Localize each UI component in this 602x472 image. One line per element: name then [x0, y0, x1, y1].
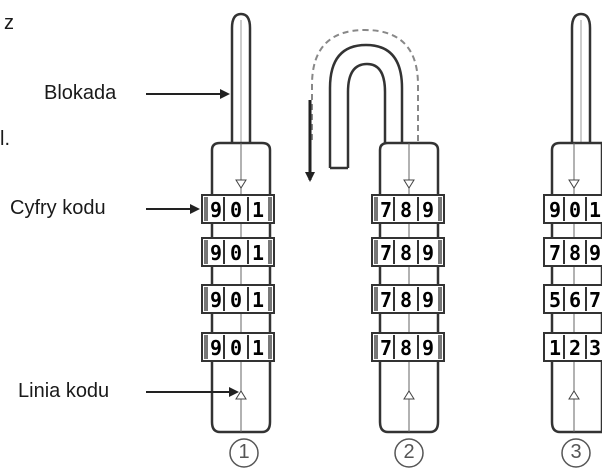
code-digit: 1 [252, 241, 264, 265]
code-digit: 8 [400, 241, 412, 265]
code-digit: 7 [380, 336, 392, 360]
code-digit: 9 [422, 336, 434, 360]
code-digit: 1 [252, 336, 264, 360]
step-number-2: 2 [403, 441, 415, 463]
code-digit: 7 [549, 241, 561, 265]
code-digit: 7 [589, 288, 601, 312]
step-circle-1 [229, 438, 259, 468]
code-digit: 9 [210, 288, 222, 312]
code-digit: 9 [210, 198, 222, 222]
code-digit: 0 [230, 336, 242, 360]
code-digit: 7 [380, 241, 392, 265]
step-number-1: 1 [238, 441, 250, 463]
code-digit: 8 [400, 336, 412, 360]
dial-row-1-2[interactable]: 9 0 1 [201, 237, 275, 267]
code-digit: 7 [380, 288, 392, 312]
code-digit: 0 [230, 198, 242, 222]
shackle-open-dashed [311, 28, 419, 143]
dial-row-2-2[interactable]: 7 8 9 [371, 237, 445, 267]
code-digit: 8 [569, 241, 581, 265]
code-digit: 9 [589, 241, 601, 265]
code-digit: 7 [380, 198, 392, 222]
lock-step-3: 9 0 1 7 8 9 5 6 7 1 2 3 [543, 12, 602, 434]
dial-row-1-1[interactable]: 9 0 1 [201, 194, 275, 224]
code-digit: 9 [210, 241, 222, 265]
code-digit: 0 [569, 198, 581, 222]
lock-step-2: 7 8 9 7 8 9 7 8 9 7 8 [305, 28, 445, 434]
code-digit: 8 [400, 198, 412, 222]
code-digit: 3 [589, 336, 601, 360]
step-circle-2 [394, 438, 424, 468]
code-digit: 2 [569, 336, 581, 360]
code-digit: 6 [569, 288, 581, 312]
step-number-3: 3 [570, 441, 582, 463]
code-digit: 5 [549, 288, 561, 312]
code-digit: 9 [422, 288, 434, 312]
step-circle-3 [561, 438, 591, 468]
code-digit: 1 [252, 288, 264, 312]
dial-row-2-4[interactable]: 7 8 9 [371, 332, 445, 362]
code-digit: 0 [230, 241, 242, 265]
shackle-3 [570, 12, 592, 143]
code-digit: 1 [549, 336, 561, 360]
code-digit: 8 [400, 288, 412, 312]
code-digit: 9 [422, 198, 434, 222]
dial-row-2-3[interactable]: 7 8 9 [371, 284, 445, 314]
shackle-label: Blokada [44, 82, 117, 104]
shackle-1 [230, 12, 252, 143]
shackle-2 [328, 43, 404, 168]
code-digit: 1 [589, 198, 601, 222]
dial-row-3-4[interactable]: 1 2 3 [543, 332, 602, 362]
code-digits-label: Cyfry kodu [10, 197, 106, 219]
lock-step-1: 9 0 1 9 0 1 9 0 1 9 0 [201, 12, 275, 434]
code-digit: 0 [230, 288, 242, 312]
dial-row-1-3[interactable]: 9 0 1 [201, 284, 275, 314]
code-digit: 9 [210, 336, 222, 360]
code-digit: 9 [422, 241, 434, 265]
dial-row-3-1[interactable]: 9 0 1 [543, 194, 602, 224]
code-digit: 9 [549, 198, 561, 222]
dial-row-1-4[interactable]: 9 0 1 [201, 332, 275, 362]
code-line-label: Linia kodu [18, 380, 110, 402]
dial-row-3-2[interactable]: 7 8 9 [543, 237, 602, 267]
text-fragment-middle: l. [0, 128, 10, 150]
code-digit: 1 [252, 198, 264, 222]
text-fragment-top: z [4, 12, 14, 34]
dial-row-3-3[interactable]: 5 6 7 [543, 284, 602, 314]
dial-row-2-1[interactable]: 7 8 9 [371, 194, 445, 224]
